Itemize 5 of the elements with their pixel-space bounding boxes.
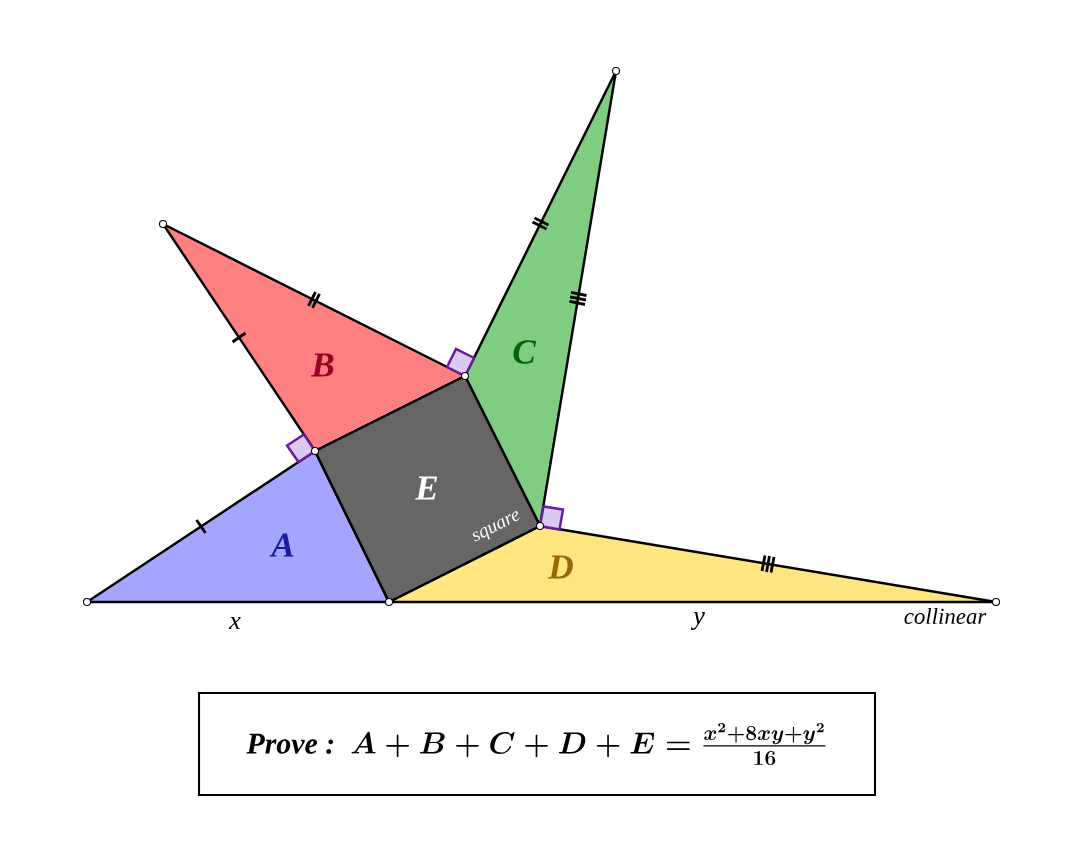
axis-label: x bbox=[228, 616, 241, 630]
formula-box: Prove : $A+B+C+D+E=\frac{x^2+8xy+y^2}{16}$ bbox=[197, 691, 877, 797]
triangle: B bbox=[161, 222, 467, 453]
triangle: A bbox=[85, 449, 391, 604]
axis-label: y bbox=[690, 612, 705, 630]
